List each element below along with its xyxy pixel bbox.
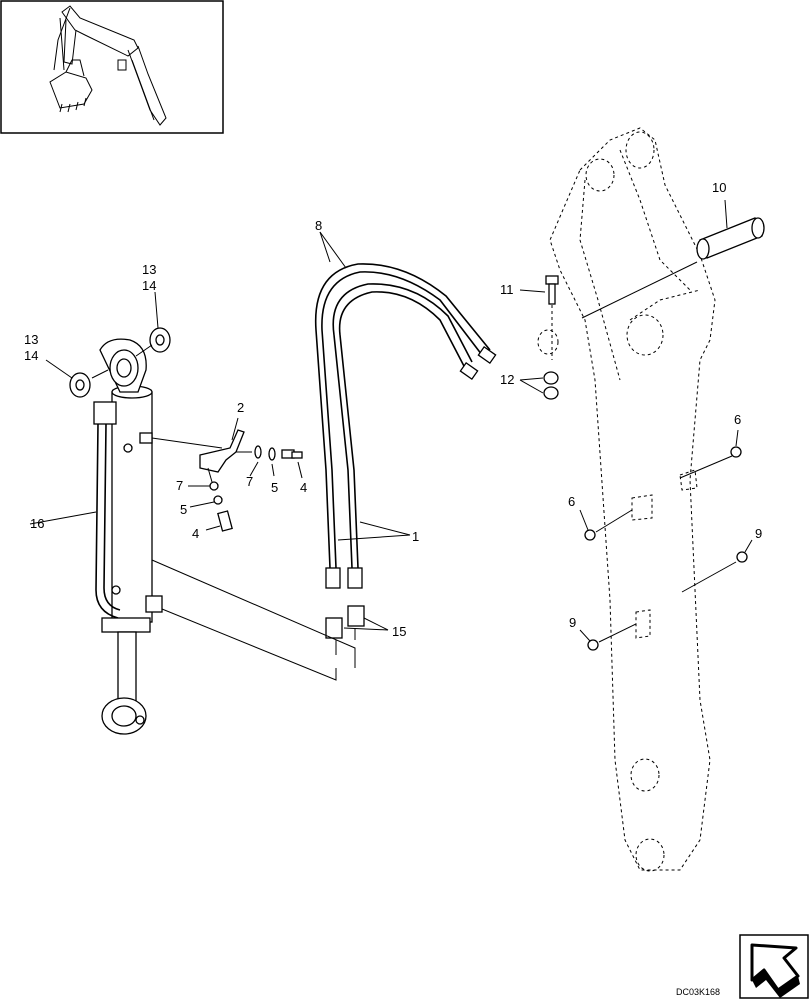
callout-13b: 13 [24, 332, 38, 347]
connection-lines [139, 552, 356, 681]
callout-14a: 14 [142, 278, 156, 293]
arm-outline [537, 127, 716, 872]
cylinder [29, 338, 163, 735]
excavator-thumbnail [0, 0, 224, 134]
callout-15: 15 [392, 624, 406, 639]
callout-4b: 4 [192, 526, 199, 541]
adapters [325, 605, 389, 639]
callout-9b: 9 [569, 615, 576, 630]
callouts: 1 2 4 4 5 5 6 6 7 7 8 9 9 10 11 12 13 14… [24, 180, 762, 639]
boom-pin [581, 199, 765, 319]
arrow-icon [739, 934, 809, 999]
callout-6a: 6 [734, 412, 741, 427]
callout-2: 2 [237, 400, 244, 415]
callout-13a: 13 [142, 262, 156, 277]
callout-10: 10 [712, 180, 726, 195]
callout-16: 16 [30, 516, 44, 531]
callout-11: 11 [500, 282, 514, 297]
callout-1: 1 [412, 529, 419, 544]
bolt-and-nuts [519, 275, 559, 400]
hoses-upper [314, 231, 497, 381]
callout-4a: 4 [300, 480, 307, 495]
callout-7a: 7 [176, 478, 183, 493]
callout-5a: 5 [271, 480, 278, 495]
callout-9a: 9 [755, 526, 762, 541]
washers [45, 291, 171, 398]
callout-8: 8 [315, 218, 322, 233]
grease-fittings [579, 429, 753, 651]
callout-7b: 7 [246, 474, 253, 489]
callout-6b: 6 [568, 494, 575, 509]
callout-12: 12 [500, 372, 514, 387]
callout-14b: 14 [24, 348, 38, 363]
callout-5b: 5 [180, 502, 187, 517]
bracket-hardware [139, 417, 303, 532]
hoses-lower [315, 329, 411, 589]
drawing-code: DC03K168 [676, 987, 720, 997]
